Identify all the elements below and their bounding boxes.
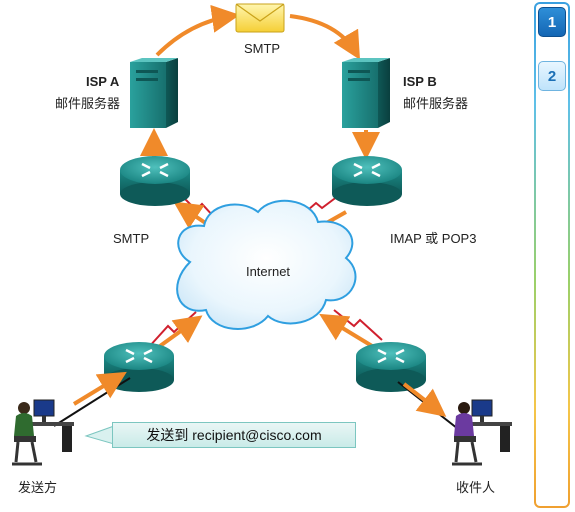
arrow-router-d-to-internet xyxy=(319,313,374,348)
step-1-button[interactable]: 1 xyxy=(538,7,566,37)
router-icon-b xyxy=(332,156,402,206)
isp-a-label: ISP A xyxy=(86,74,120,89)
recipient-label: 收件人 xyxy=(456,480,495,495)
isp-a-sublabel: 邮件服务器 xyxy=(55,96,120,111)
isp-a-server-icon xyxy=(130,58,178,128)
email-flow-diagram: SMTP ISP A 邮件服务器 ISP B 邮件服务器 Internet SM… xyxy=(12,3,512,495)
recipient-workstation-icon xyxy=(452,399,512,466)
link-router-recipient xyxy=(397,381,463,433)
arrow-sender-to-router-c xyxy=(72,371,127,406)
internet-label: Internet xyxy=(246,264,290,279)
sender-workstation-icon xyxy=(12,399,74,466)
arrow-router-c-to-internet xyxy=(158,315,203,348)
callout-text: 发送到 recipient@cisco.com xyxy=(146,427,322,443)
sender-label: 发送方 xyxy=(18,480,57,495)
router-icon-a xyxy=(120,156,190,206)
callout-pointer xyxy=(84,425,115,445)
link-sender-router xyxy=(53,377,131,427)
isp-b-label: ISP B xyxy=(403,74,437,89)
imap-pop3-label: IMAP 或 POP3 xyxy=(390,231,476,246)
send-to-callout: 发送到 recipient@cisco.com xyxy=(112,422,356,448)
serial-link-router-c xyxy=(147,311,197,349)
router-icon-c xyxy=(104,342,174,392)
smtp-arrow-top-2 xyxy=(289,14,361,60)
envelope-icon xyxy=(235,3,285,33)
isp-b-server-icon xyxy=(342,58,390,128)
internet-cloud-icon xyxy=(176,199,357,330)
arrow-router-d-to-recipient xyxy=(402,382,447,417)
smtp-left-label: SMTP xyxy=(113,231,149,246)
step-2-button[interactable]: 2 xyxy=(538,61,566,91)
isp-b-sublabel: 邮件服务器 xyxy=(403,96,468,111)
smtp-top-label: SMTP xyxy=(244,41,280,56)
smtp-arrow-top xyxy=(155,4,240,57)
step-navigator: 1 2 xyxy=(534,2,570,508)
router-icon-d xyxy=(356,342,426,392)
